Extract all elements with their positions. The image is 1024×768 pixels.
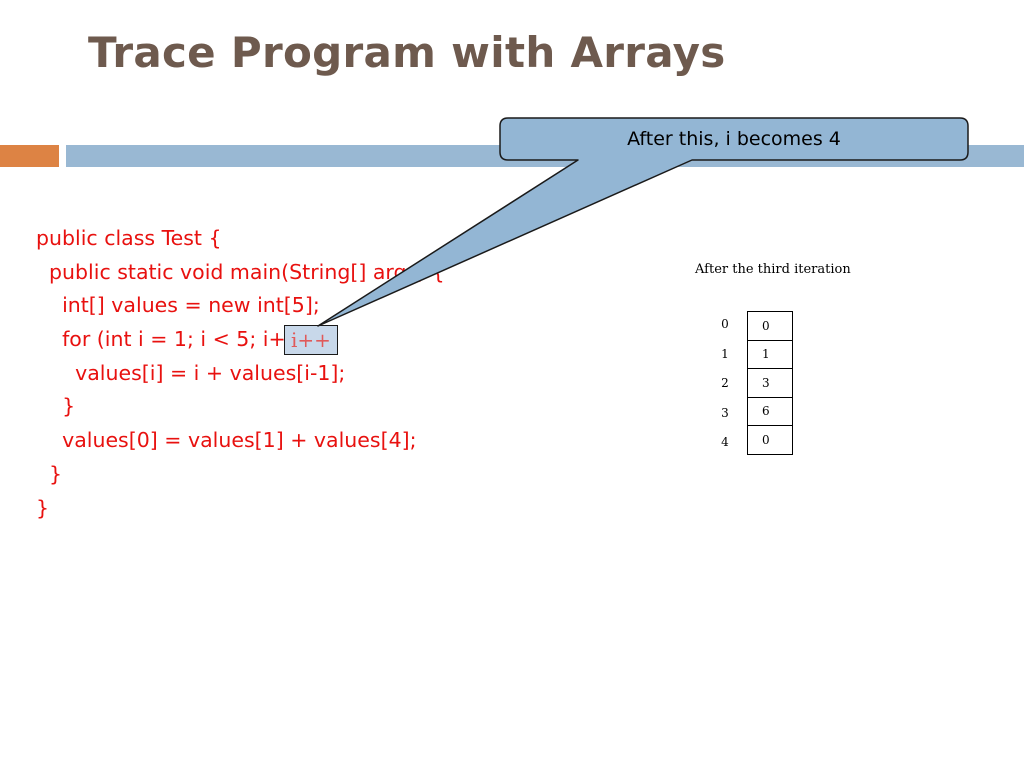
- code-line: values[i] = i + values[i-1];: [36, 360, 346, 385]
- code-line: }: [36, 495, 50, 520]
- slide-title: Trace Program with Arrays: [88, 28, 726, 77]
- code-line: }: [36, 394, 76, 419]
- callout-text: After this, i becomes 4: [627, 128, 841, 150]
- accent-bar-orange: [0, 145, 59, 167]
- iteration-caption: After the third iteration: [695, 262, 851, 277]
- array-index: 0: [721, 317, 729, 331]
- array-cell: 0: [747, 311, 793, 341]
- code-line: public static void main(String[] args) {: [36, 259, 445, 284]
- array-cell: 0: [747, 425, 793, 455]
- array-index: 1: [721, 346, 729, 361]
- array-cell: 6: [747, 396, 793, 426]
- array-row: 0: [747, 425, 793, 455]
- array-cell: 1: [747, 339, 793, 369]
- array-row: 3: [747, 368, 793, 398]
- highlighted-token: i++: [291, 328, 331, 352]
- array-index: 2: [721, 376, 729, 390]
- callout-bubble: [317, 117, 969, 327]
- array-row: 6: [747, 396, 793, 426]
- highlight-box: [284, 325, 338, 355]
- array-row: 1: [747, 339, 793, 369]
- array-table: 0 1 3 6 0: [747, 311, 793, 455]
- code-line: public class Test {: [36, 226, 222, 250]
- code-block: public class Test { public static void m…: [36, 222, 445, 525]
- array-index: 3: [721, 405, 729, 420]
- code-line: int[] values = new int[5];: [36, 293, 320, 318]
- array-index: 4: [721, 435, 729, 449]
- array-index-column: 0 1 2 3 4: [715, 311, 735, 459]
- array-row: 0: [747, 311, 793, 341]
- code-line: values[0] = values[1] + values[4];: [36, 428, 417, 453]
- array-cell: 3: [747, 368, 793, 398]
- code-line: }: [36, 461, 63, 486]
